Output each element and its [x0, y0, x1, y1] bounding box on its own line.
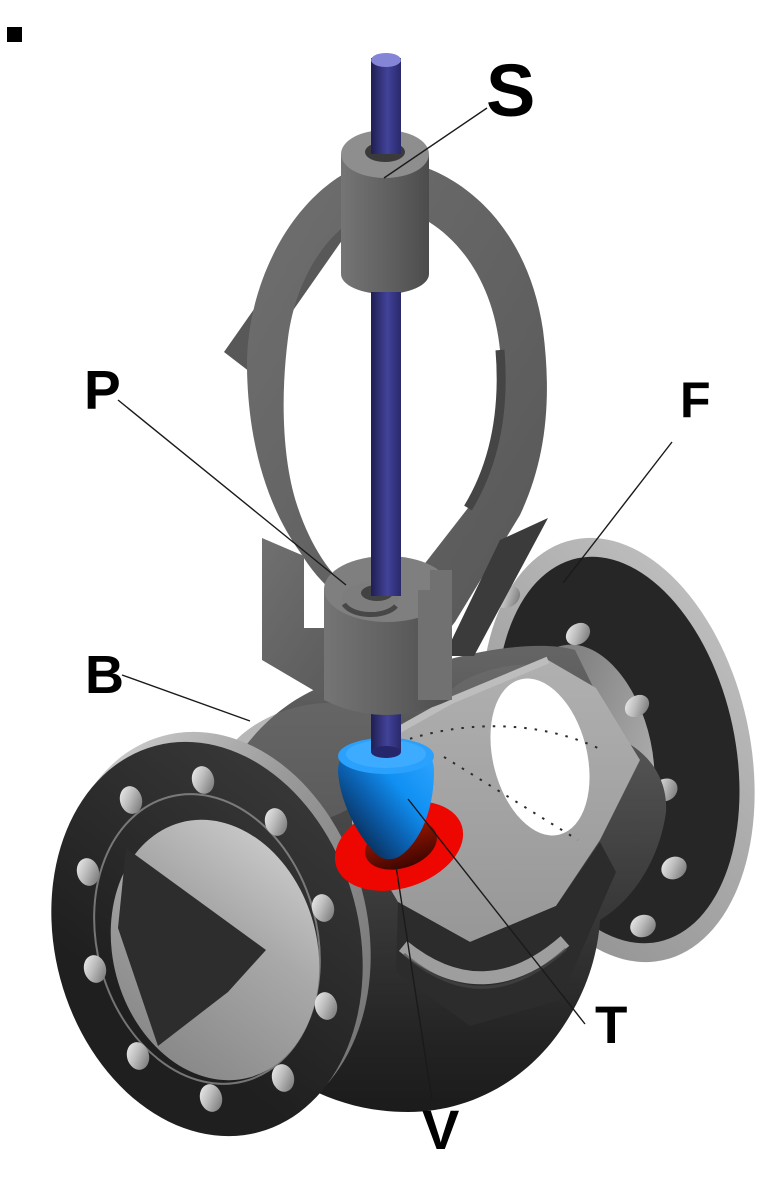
- stem-mid-segment: [371, 292, 401, 596]
- bore-shadow-wedge: [118, 848, 266, 1046]
- leader-line-b: [121, 674, 251, 722]
- trim-assembly: [334, 698, 464, 891]
- interior-wall-edge: [398, 936, 570, 985]
- bolt-hole: [126, 1042, 150, 1070]
- bolt-hole: [630, 914, 656, 938]
- leader-line-s: [383, 107, 488, 179]
- interior-wall-shadow: [403, 947, 568, 989]
- label-trim: T: [595, 996, 628, 1055]
- bolt-hole: [191, 766, 215, 794]
- housing-front: [341, 154, 429, 294]
- label-body: B: [85, 645, 124, 705]
- left-flange-bolt-holes: [76, 766, 338, 1112]
- bonnet-cut-notch: [418, 570, 430, 590]
- label-seat: V: [422, 1098, 460, 1161]
- leader-line-t: [407, 798, 586, 1025]
- bolt-hole: [264, 808, 288, 836]
- label-packing: P: [84, 359, 121, 421]
- label-stem: S: [486, 49, 536, 132]
- bolt-hole: [199, 1084, 223, 1112]
- yoke-loop: [246, 158, 547, 658]
- bolt-hole: [661, 856, 687, 880]
- bonnet-cut-face: [418, 570, 452, 700]
- stem-nut-housing: [341, 53, 429, 294]
- bolt-hole: [83, 955, 107, 983]
- leader-line-v: [395, 865, 433, 1101]
- yoke-right-arm-side: [444, 518, 548, 656]
- port-through-hole: [490, 678, 590, 836]
- stem-upper-segment: [371, 58, 401, 154]
- leader-lines: [117, 107, 673, 1101]
- corner-marker: [7, 27, 22, 42]
- stem-plug-junction: [371, 746, 401, 758]
- leader-line-p: [117, 399, 347, 586]
- bolt-hole: [119, 786, 143, 814]
- bolt-hole: [271, 1064, 295, 1092]
- stem-top-cap: [371, 53, 401, 67]
- bolt-hole: [314, 992, 338, 1020]
- label-flange: F: [680, 372, 711, 428]
- bolt-hole: [311, 894, 335, 922]
- yoke-inner-edge-shade: [464, 349, 506, 511]
- left-flange: [51, 731, 371, 1137]
- leader-line-f: [562, 441, 673, 584]
- gland-shadow: [341, 602, 398, 617]
- bolt-hole: [76, 858, 100, 886]
- bolt-hole: [565, 622, 591, 646]
- bolt-hole: [624, 694, 650, 718]
